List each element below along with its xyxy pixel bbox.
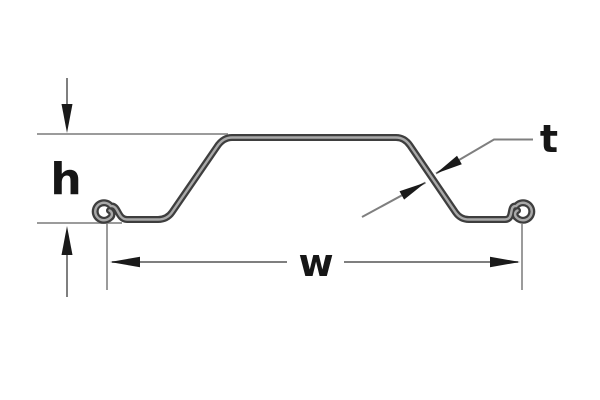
dimension-labels: h w t — [50, 117, 558, 285]
h-up-arrowhead — [61, 226, 73, 255]
thickness-label: t — [540, 117, 558, 161]
width-label: w — [298, 241, 333, 285]
sheet-pile-profile — [95, 138, 532, 221]
w-right-arrowhead — [490, 256, 520, 268]
t-lower-arrowhead — [399, 182, 426, 200]
t-upper-arrowhead — [436, 155, 462, 174]
profile-core-stroke — [93, 136, 533, 222]
height-label: h — [50, 154, 81, 205]
profile-outline-stroke — [95, 138, 532, 221]
w-left-arrowhead — [110, 256, 140, 268]
h-down-arrowhead — [61, 104, 73, 133]
t-leader-upper — [435, 138, 533, 175]
arrowheads — [61, 104, 520, 268]
